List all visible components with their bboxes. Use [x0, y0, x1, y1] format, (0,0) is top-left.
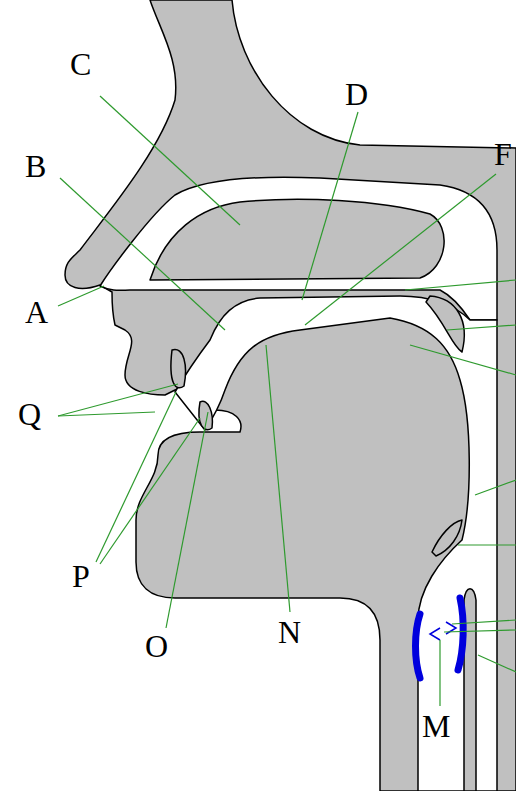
part-letter: A [25, 296, 48, 328]
part-letter: P [72, 560, 90, 592]
leader-line [96, 392, 176, 562]
leader-line [166, 412, 208, 628]
leader-line [405, 280, 516, 290]
nasal-cavity [150, 199, 444, 280]
part-letter: F [494, 138, 512, 170]
leader-line [447, 325, 516, 330]
leader-line [266, 345, 290, 612]
part-letter: O [145, 630, 168, 662]
upper-tooth [171, 349, 186, 387]
part-letter: D [345, 78, 368, 110]
part-letter: M [422, 710, 450, 742]
epiglottis [432, 520, 462, 556]
fold-arrow [430, 628, 440, 640]
vocal-fold [416, 614, 421, 678]
leader-line [302, 112, 358, 300]
leader-line [439, 640, 440, 706]
oral-cavity-pharynx [175, 296, 497, 791]
velum [426, 296, 464, 352]
leader-line [100, 96, 240, 225]
leader-line [458, 544, 516, 545]
part-letter: B [25, 150, 46, 182]
leader-line [452, 620, 516, 624]
vocal-fold [458, 598, 463, 670]
leader-line [305, 174, 496, 325]
leader-line [100, 418, 200, 564]
leader-line [478, 655, 516, 672]
part-letter: Q [18, 398, 41, 430]
leader-line [410, 345, 516, 375]
leader-line [58, 286, 104, 306]
leader-line [475, 480, 516, 495]
leader-line [58, 384, 178, 416]
leader-line [58, 412, 155, 416]
part-letter: N [278, 616, 301, 648]
part-letter: C [70, 48, 91, 80]
leader-line [444, 630, 516, 632]
leader-line [60, 178, 225, 330]
